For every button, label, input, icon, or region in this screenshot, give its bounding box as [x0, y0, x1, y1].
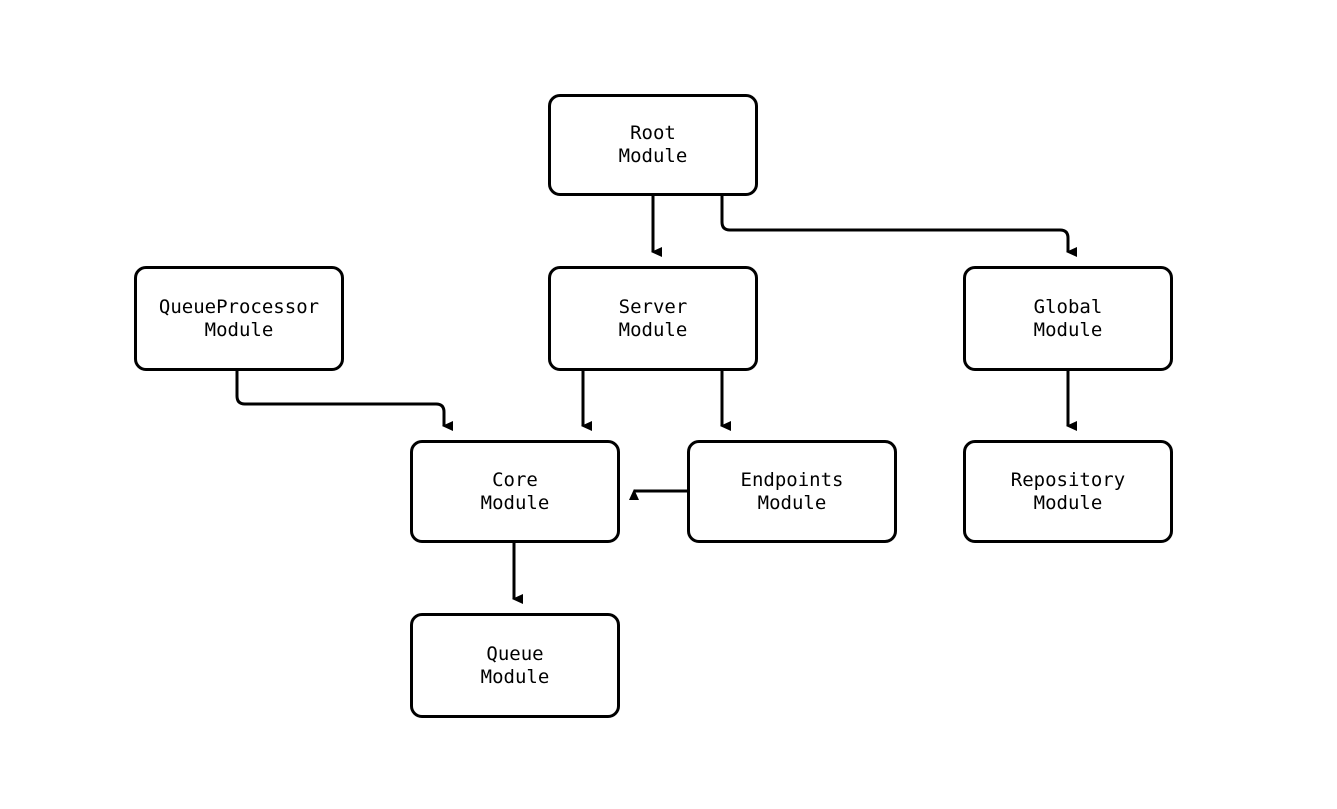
- node-repository-subtitle: Module: [1033, 491, 1103, 514]
- node-root-subtitle: Module: [618, 145, 688, 167]
- node-root-title: Root: [630, 122, 676, 144]
- node-queue-title: Queue: [486, 642, 544, 665]
- node-endpoints-subtitle: Module: [757, 491, 827, 514]
- node-repository-title: Repository: [1010, 468, 1126, 491]
- node-core-subtitle: Module: [480, 491, 550, 514]
- node-core-title: Core: [492, 468, 538, 491]
- node-global-subtitle: Module: [1033, 318, 1103, 341]
- edge-root-to-global: [720, 196, 1077, 257]
- edge-queueprocessor-to-core: [235, 371, 453, 431]
- node-server-title: Server: [618, 295, 688, 318]
- node-endpoints-title: Endpoints: [740, 468, 844, 491]
- node-server-subtitle: Module: [618, 318, 688, 341]
- node-queueprocessor-subtitle: Module: [204, 318, 274, 341]
- node-global-title: Global: [1033, 295, 1103, 318]
- edge-group: [235, 196, 1077, 604]
- node-queue-subtitle: Module: [480, 665, 550, 688]
- node-queueprocessor-title: QueueProcessor: [158, 295, 320, 318]
